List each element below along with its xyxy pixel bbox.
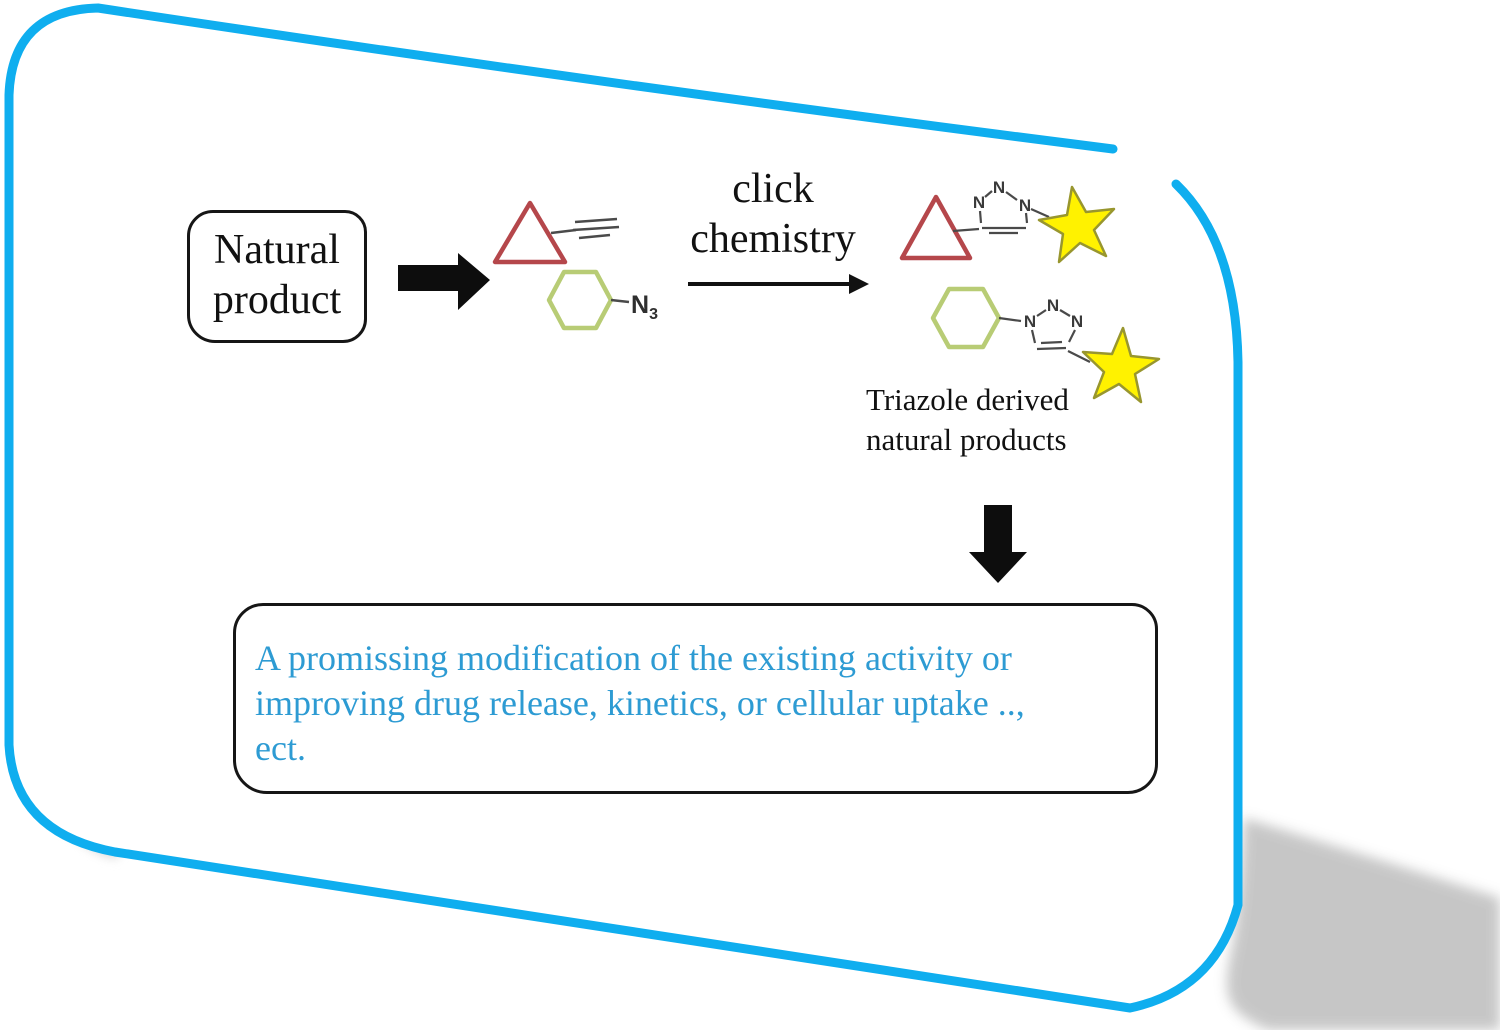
product-triangle	[899, 194, 973, 261]
azide-n3-label: N3	[631, 291, 658, 324]
nitrogen-atom-label: N	[992, 178, 1006, 197]
nitrogen-atom-label: N	[1070, 312, 1084, 331]
block-arrow-right-icon	[398, 253, 490, 310]
products-caption-line2: natural products	[866, 422, 1067, 457]
triazole-ring-1	[952, 190, 1050, 235]
frame-border	[4, 3, 1243, 1013]
natural-product-box: Natural product	[187, 210, 367, 343]
star-icon	[1037, 185, 1116, 264]
click-chemistry-line2: chemistry	[690, 216, 856, 262]
nitrogen-atom-label: N	[1046, 296, 1060, 315]
result-text-line1: A promissing modification of the existin…	[255, 638, 1012, 678]
reaction-arrow	[688, 274, 869, 294]
products-caption-line1: Triazole derived	[866, 382, 1069, 417]
nitrogen-atom-label: N	[1018, 196, 1032, 215]
azide-bond	[610, 298, 630, 304]
result-text-line2: improving drug release, kinetics, or cel…	[255, 683, 1025, 723]
star-icon	[1081, 326, 1161, 404]
nitrogen-atom-label: N	[972, 193, 986, 212]
click-chemistry-line1: click	[732, 166, 814, 212]
frame-shadow	[1226, 818, 1500, 1030]
azide-n: N	[631, 291, 650, 319]
click-chemistry-label: click chemistry	[648, 164, 898, 264]
triple-bond	[550, 217, 620, 240]
result-box: A promissing modification of the existin…	[233, 603, 1158, 794]
alkyne-triangle	[492, 200, 568, 265]
azide-sub3: 3	[649, 306, 658, 323]
triazole-ring-2	[998, 309, 1091, 363]
natural-product-label-line1: Natural	[214, 227, 340, 273]
products-caption: Triazole derived natural products	[866, 380, 1069, 460]
block-arrow-down-icon	[969, 505, 1027, 583]
nitrogen-atom-label: N	[1023, 312, 1037, 331]
natural-product-label-line2: product	[212, 277, 342, 323]
result-text-line3: ect.	[255, 728, 306, 768]
